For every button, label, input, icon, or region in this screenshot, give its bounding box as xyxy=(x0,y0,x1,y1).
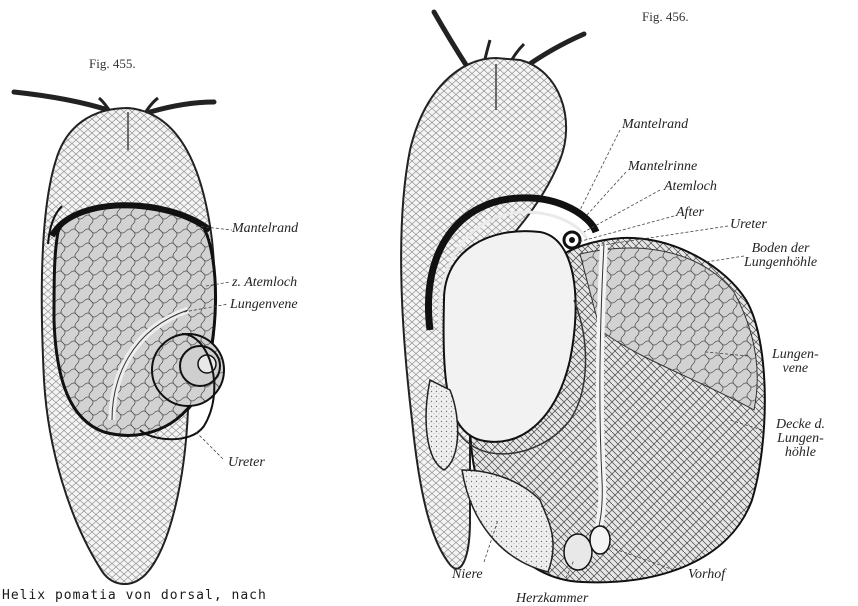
left-label-ureter: Ureter xyxy=(228,456,265,470)
right-label-decke-line2: Lungen- xyxy=(776,432,825,446)
right-label-boden-line1: Boden der xyxy=(744,242,817,256)
right-label-lungenvene-line2: vene xyxy=(772,362,819,376)
right-figure-title: Fig. 456. xyxy=(642,9,689,25)
right-heart-chamber xyxy=(564,534,592,570)
right-label-lungenvene-line1: Lungen- xyxy=(772,348,819,362)
left-label-lungenvene: Lungenvene xyxy=(230,298,298,312)
right-tentacle-left xyxy=(434,12,468,68)
left-tentacle-right xyxy=(150,102,214,112)
left-label-atemloch: z. Atemloch xyxy=(232,276,297,290)
right-label-boden-line2: Lungenhöhle xyxy=(744,256,817,270)
right-label-lungenvene: Lungen- vene xyxy=(772,348,819,376)
figure-caption: Helix pomatia von dorsal, nach xyxy=(2,588,267,603)
right-label-mantelrand: Mantelrand xyxy=(622,118,688,132)
right-label-ureter: Ureter xyxy=(730,218,767,232)
right-atrium xyxy=(590,526,610,554)
right-label-mantelrinne: Mantelrinne xyxy=(628,160,697,174)
right-label-vorhof: Vorhof xyxy=(688,568,725,582)
left-label-mantelrand: Mantelrand xyxy=(232,222,298,236)
right-label-decke-line3: höhle xyxy=(776,446,825,460)
right-label-decke-der-lungenhoehle: Decke d. Lungen- höhle xyxy=(776,418,825,460)
right-tentacle-right xyxy=(524,34,584,68)
right-label-boden-der-lungenhoehle: Boden der Lungenhöhle xyxy=(744,242,817,270)
right-label-after: After xyxy=(676,206,704,220)
right-snail-figure xyxy=(401,12,765,582)
left-tentacle-left xyxy=(14,92,108,110)
right-label-herzkammer: Herzkammer xyxy=(516,592,588,606)
right-label-decke-line1: Decke d. xyxy=(776,418,825,432)
left-figure-title: Fig. 455. xyxy=(89,56,136,72)
right-label-atemloch: Atemloch xyxy=(664,180,717,194)
left-snail-figure xyxy=(14,92,232,584)
right-label-niere: Niere xyxy=(452,568,483,582)
